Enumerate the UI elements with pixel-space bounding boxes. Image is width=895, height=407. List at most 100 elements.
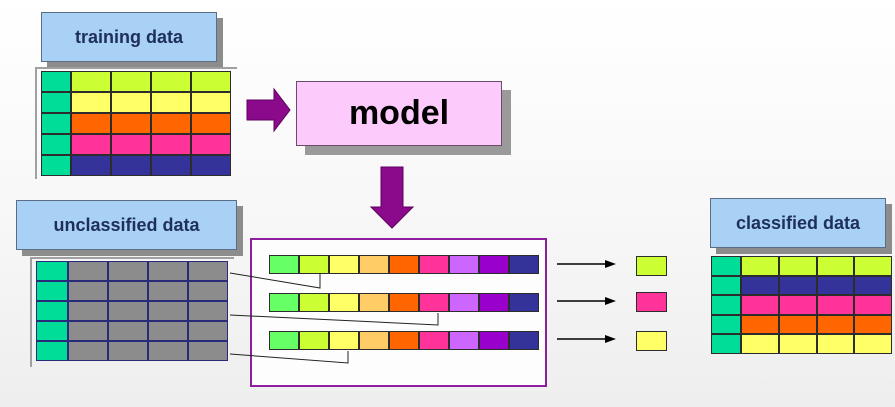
- training-key-cell: [41, 155, 71, 176]
- classified-cell: [816, 275, 855, 296]
- training-cell: [151, 155, 191, 176]
- prediction-swatch-2: [636, 292, 667, 312]
- unclassified-data-label: unclassified data: [16, 200, 237, 250]
- training-cell: [191, 113, 231, 134]
- vector-3-cell: [509, 331, 539, 350]
- prediction-swatch-3: [636, 331, 667, 351]
- unclassified-cell: [148, 301, 188, 321]
- unclassified-cell: [108, 281, 148, 301]
- classified-key-cell: [711, 256, 741, 276]
- vector-2-cell: [419, 293, 449, 312]
- unclassified-cell: [108, 261, 148, 281]
- classified-cell: [741, 256, 779, 276]
- unclassified-cell: [68, 301, 108, 321]
- vector-1-cell: [419, 255, 449, 274]
- vector-1-cell: [269, 255, 299, 274]
- training-table-shadow: [35, 67, 237, 179]
- classified-cell: [778, 314, 817, 335]
- vector-2-cell: [479, 293, 509, 312]
- training-cell: [191, 92, 231, 113]
- training-cell: [111, 92, 151, 113]
- training-cell: [71, 155, 111, 176]
- classified-cell: [854, 295, 892, 315]
- vector-2-cell: [509, 293, 539, 312]
- classified-cell: [854, 314, 892, 335]
- training-cell: [151, 71, 191, 92]
- classified-key-cell: [711, 275, 741, 296]
- training-cell: [71, 134, 111, 155]
- classified-cell: [816, 295, 855, 315]
- unclassified-data-text: unclassified data: [53, 214, 200, 235]
- unclassified-cell: [68, 261, 108, 281]
- classified-data-table: [711, 256, 892, 354]
- training-cell: [111, 155, 151, 176]
- unclassified-cell: [108, 341, 148, 361]
- unclassified-cell: [148, 281, 188, 301]
- training-cell: [111, 113, 151, 134]
- unclassified-cell: [68, 321, 108, 341]
- vector-3-cell: [359, 331, 389, 350]
- vector-3-cell: [449, 331, 479, 350]
- classified-cell: [778, 275, 817, 296]
- vector-1-cell: [329, 255, 359, 274]
- vector-2-cell: [299, 293, 329, 312]
- training-cell: [191, 71, 231, 92]
- classified-cell: [741, 334, 779, 354]
- training-cell: [71, 71, 111, 92]
- unclassified-data-table: [36, 261, 228, 362]
- unclassified-cell: [188, 301, 228, 321]
- training-to-model-arrow: [246, 87, 291, 133]
- training-cell: [111, 134, 151, 155]
- vector-3-cell: [299, 331, 329, 350]
- vector-3-cell: [329, 331, 359, 350]
- training-cell: [151, 113, 191, 134]
- training-key-cell: [41, 113, 71, 134]
- classified-cell: [778, 295, 817, 315]
- training-cell: [71, 92, 111, 113]
- unclassified-key-cell: [36, 321, 68, 341]
- prediction-swatch-1: [636, 256, 667, 276]
- vector-1-cell: [359, 255, 389, 274]
- training-key-cell: [41, 134, 71, 155]
- training-data-table: [41, 71, 231, 176]
- model-text: model: [348, 94, 450, 132]
- vector-2-cell: [359, 293, 389, 312]
- unclassified-key-cell: [36, 301, 68, 321]
- training-cell: [111, 71, 151, 92]
- unclassified-key-cell: [36, 281, 68, 301]
- unclassified-cell: [68, 281, 108, 301]
- training-cell: [191, 134, 231, 155]
- training-cell: [151, 92, 191, 113]
- unclassified-cell: [188, 261, 228, 281]
- training-data-text: training data: [74, 26, 183, 47]
- vector-2-cell: [389, 293, 419, 312]
- classified-cell: [741, 275, 779, 296]
- model-box: model: [296, 81, 502, 146]
- classified-key-cell: [711, 295, 741, 315]
- classified-cell: [778, 334, 817, 354]
- unclassified-key-cell: [36, 341, 68, 361]
- unclassified-cell: [108, 301, 148, 321]
- vector-1-cell: [449, 255, 479, 274]
- unclassified-key-cell: [36, 261, 68, 281]
- training-data-label: training data: [41, 12, 217, 62]
- vector-2-cell: [269, 293, 299, 312]
- unclassified-cell: [108, 321, 148, 341]
- classified-data-label: classified data: [710, 198, 886, 248]
- model-to-classifier-arrow: [369, 166, 415, 229]
- classified-key-cell: [711, 314, 741, 335]
- unclassified-cell: [148, 341, 188, 361]
- training-cell: [151, 134, 191, 155]
- row-connector-3: [229, 351, 349, 364]
- vector-3-cell: [419, 331, 449, 350]
- classified-cell: [816, 334, 855, 354]
- classified-cell: [854, 334, 892, 354]
- vector-3-cell: [269, 331, 299, 350]
- training-key-cell: [41, 92, 71, 113]
- row-connector-2: [229, 313, 439, 326]
- row-connector-1: [229, 272, 321, 289]
- unclassified-cell: [188, 341, 228, 361]
- unclassified-cell: [188, 321, 228, 341]
